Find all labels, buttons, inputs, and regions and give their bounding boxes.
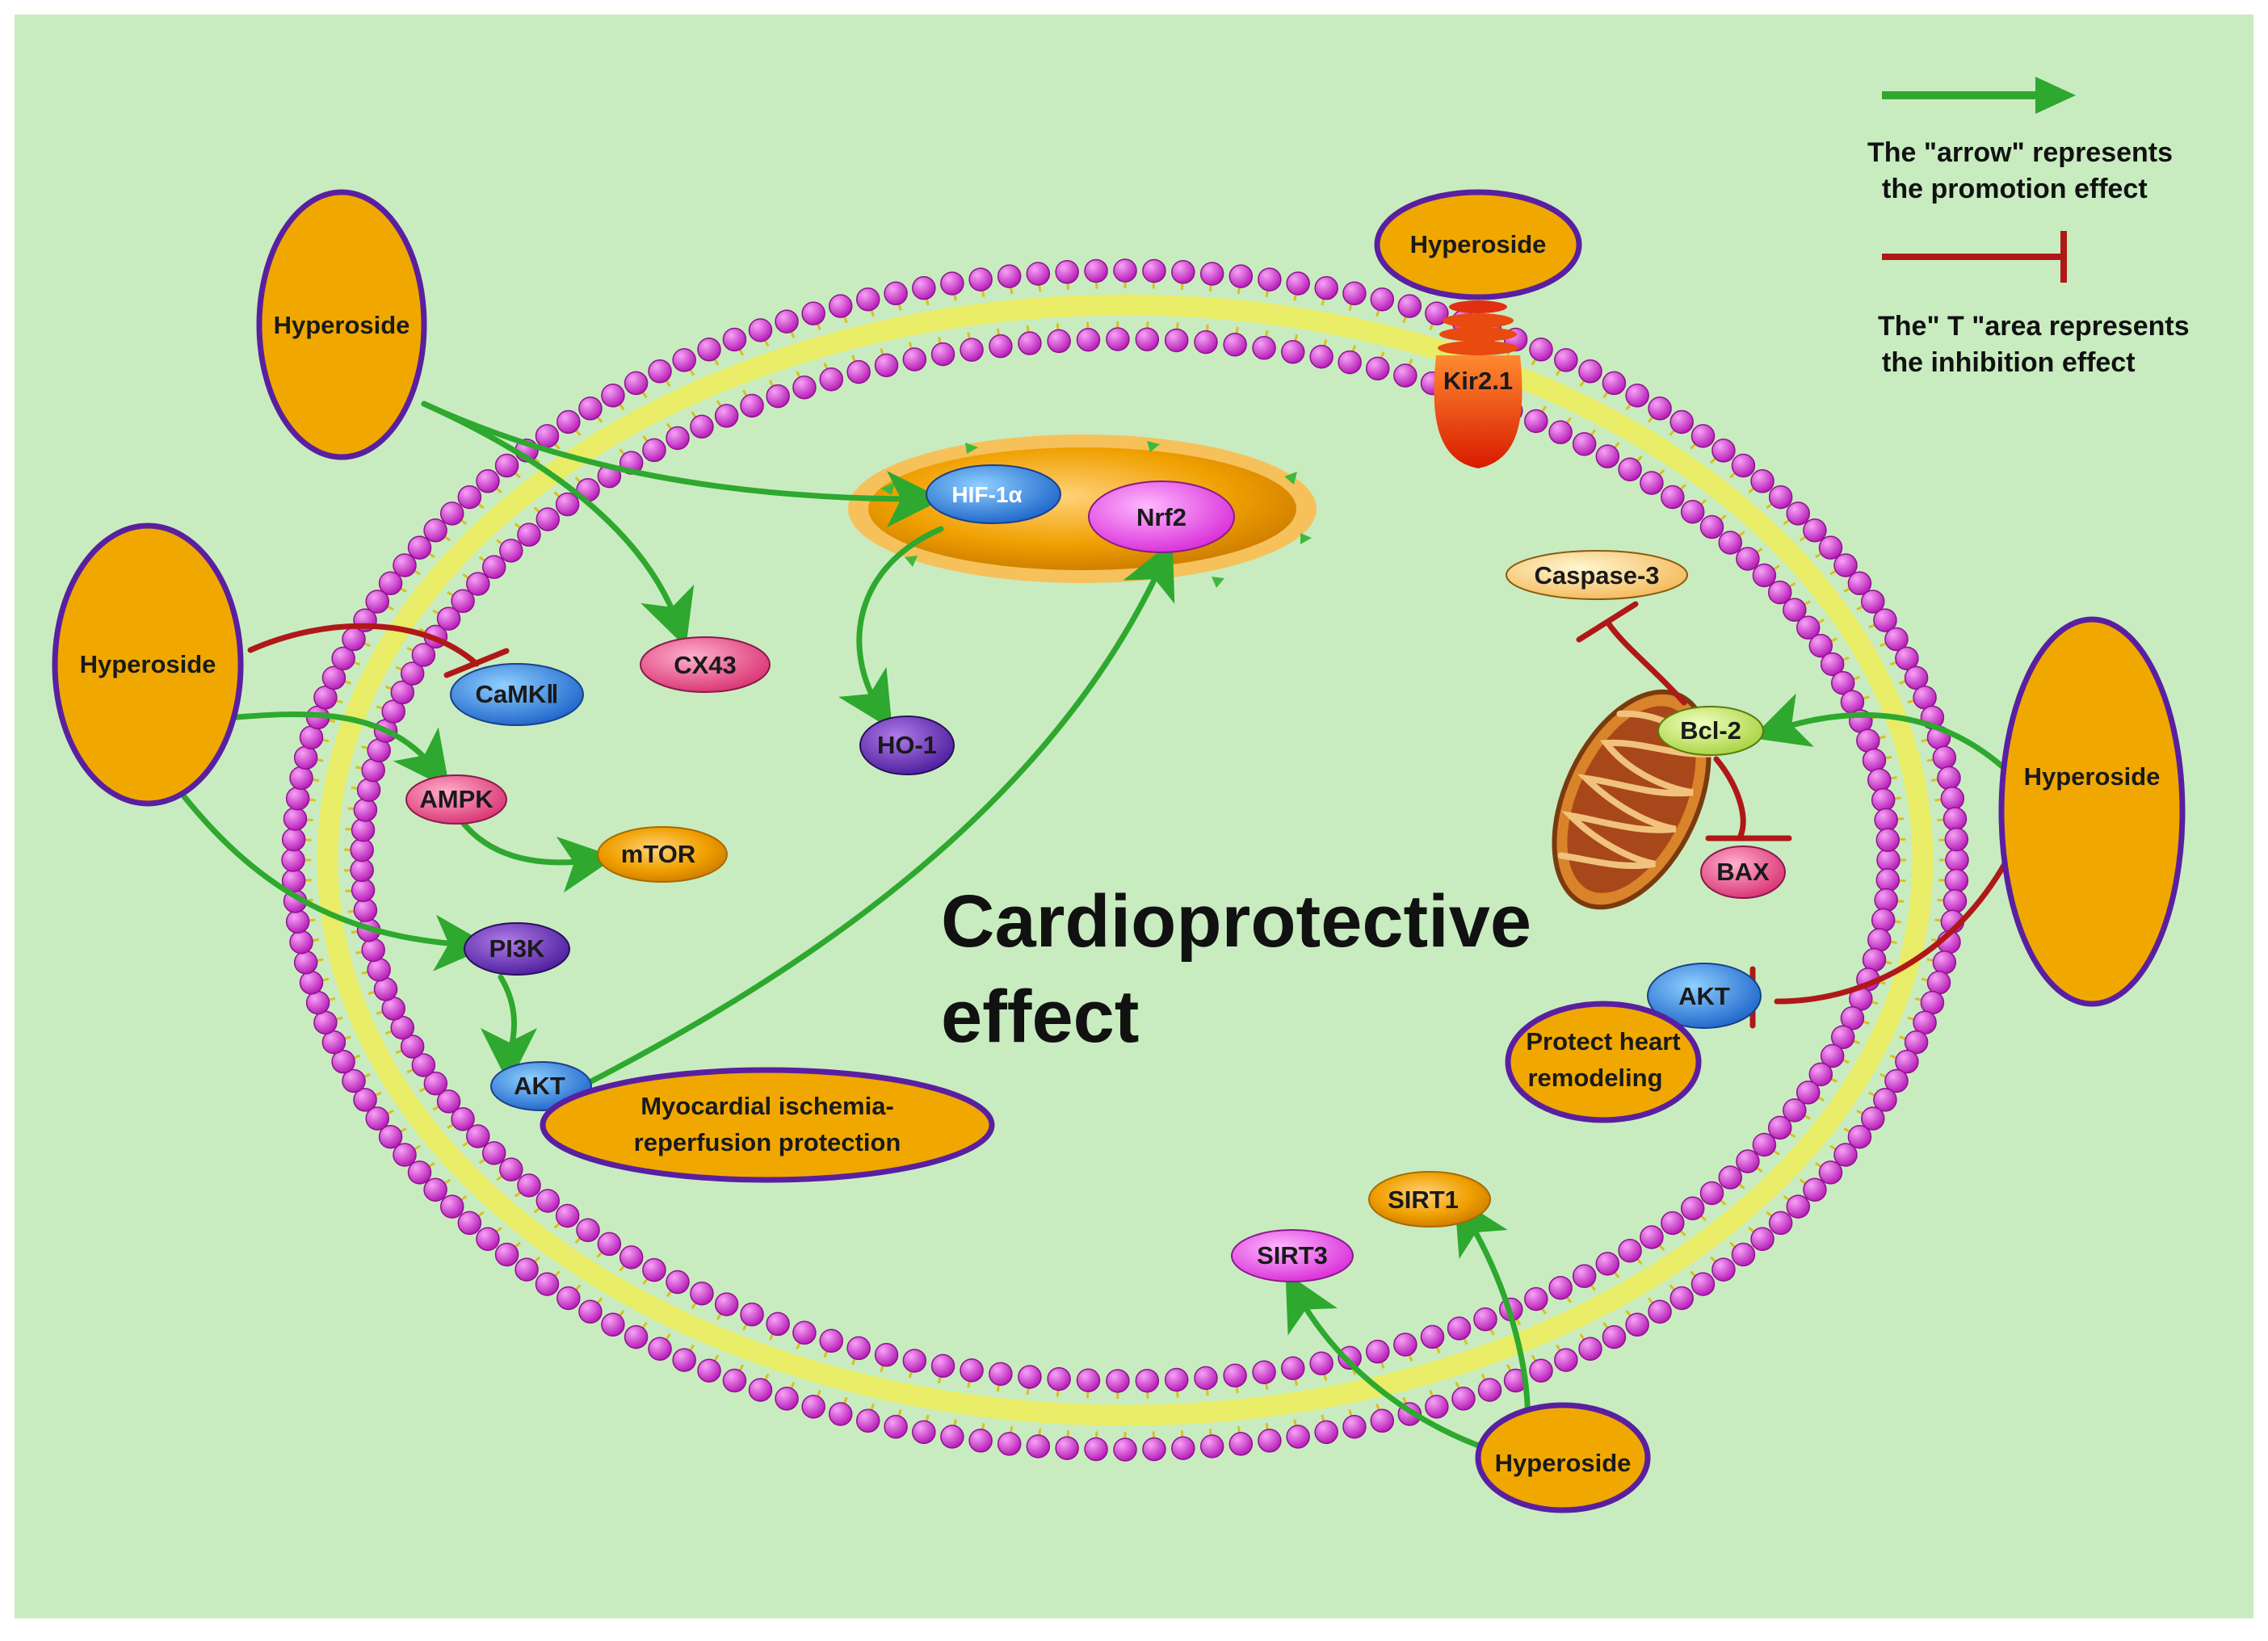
nrf2-label: Nrf2 xyxy=(1136,503,1186,531)
hyperoside-top-left-label: Hyperoside xyxy=(274,311,410,339)
outcome-protect-heart: Protect heart remodeling xyxy=(1508,1004,1699,1120)
molecule-bax: BAX xyxy=(1701,846,1785,898)
bcl2-label: Bcl-2 xyxy=(1680,716,1741,745)
phr-label-2: remodeling xyxy=(1527,1064,1662,1092)
molecule-mtor: mTOR xyxy=(598,827,727,882)
akt-right-label: AKT xyxy=(1678,982,1730,1010)
molecule-ho1: HO-1 xyxy=(860,716,954,774)
molecule-sirt1: SIRT1 xyxy=(1369,1172,1490,1227)
caspase3-label: Caspase-3 xyxy=(1534,561,1659,590)
mirp-label-2: reperfusion protection xyxy=(634,1128,901,1156)
hyperoside-right-label: Hyperoside xyxy=(2024,762,2161,791)
molecule-pi3k: PI3K xyxy=(464,923,569,975)
akt-left-label: AKT xyxy=(514,1072,565,1100)
center-title-line-2: effect xyxy=(941,976,1139,1058)
hyperoside-right: Hyperoside xyxy=(2001,619,2182,1004)
molecule-camk2: CaMKⅡ xyxy=(451,664,583,725)
molecule-sirt3: SIRT3 xyxy=(1232,1230,1353,1282)
hyperoside-top-center: Hyperoside xyxy=(1377,192,1579,297)
center-title-line-1: Cardioprotective xyxy=(941,880,1531,963)
legend-arrow-text-1: The "arrow" represents xyxy=(1867,137,2173,168)
hyperoside-bottom: Hyperoside xyxy=(1478,1405,1648,1510)
phr-label-1: Protect heart xyxy=(1526,1027,1680,1056)
ho1-label: HO-1 xyxy=(877,731,937,759)
molecule-hif1a: HIF-1α xyxy=(926,465,1060,523)
hif1a-label: HIF-1α xyxy=(951,482,1022,507)
camk2-label: CaMKⅡ xyxy=(475,680,558,708)
hyperoside-mid-left-label: Hyperoside xyxy=(80,650,216,678)
hyperoside-top-center-label: Hyperoside xyxy=(1410,230,1547,258)
legend-inhibit-text-1: The" T "area represents xyxy=(1878,311,2190,342)
outcome-mirp: Myocardial ischemia- reperfusion protect… xyxy=(543,1070,992,1180)
hyperoside-mid-left: Hyperoside xyxy=(55,526,241,804)
ampk-label: AMPK xyxy=(419,785,494,813)
molecule-nrf2: Nrf2 xyxy=(1089,481,1234,552)
sirt3-label: SIRT3 xyxy=(1257,1241,1328,1270)
molecule-cx43: CX43 xyxy=(640,637,770,692)
molecule-bcl2: Bcl-2 xyxy=(1658,707,1763,755)
pi3k-label: PI3K xyxy=(489,934,546,963)
hyperoside-top-left: Hyperoside xyxy=(259,192,424,457)
legend-arrow-text-2: the promotion effect xyxy=(1882,174,2148,204)
kir21-label: Kir2.1 xyxy=(1443,367,1513,395)
mtor-label: mTOR xyxy=(621,840,695,868)
legend-inhibit-text-2: the inhibition effect xyxy=(1882,347,2136,378)
cx43-label: CX43 xyxy=(674,651,737,679)
mirp-label-1: Myocardial ischemia- xyxy=(640,1092,894,1120)
hyperoside-bottom-label: Hyperoside xyxy=(1495,1449,1632,1477)
molecule-ampk: AMPK xyxy=(406,775,506,824)
molecule-caspase3: Caspase-3 xyxy=(1506,551,1687,599)
sirt1-label: SIRT1 xyxy=(1388,1186,1459,1214)
bax-label: BAX xyxy=(1716,858,1770,886)
